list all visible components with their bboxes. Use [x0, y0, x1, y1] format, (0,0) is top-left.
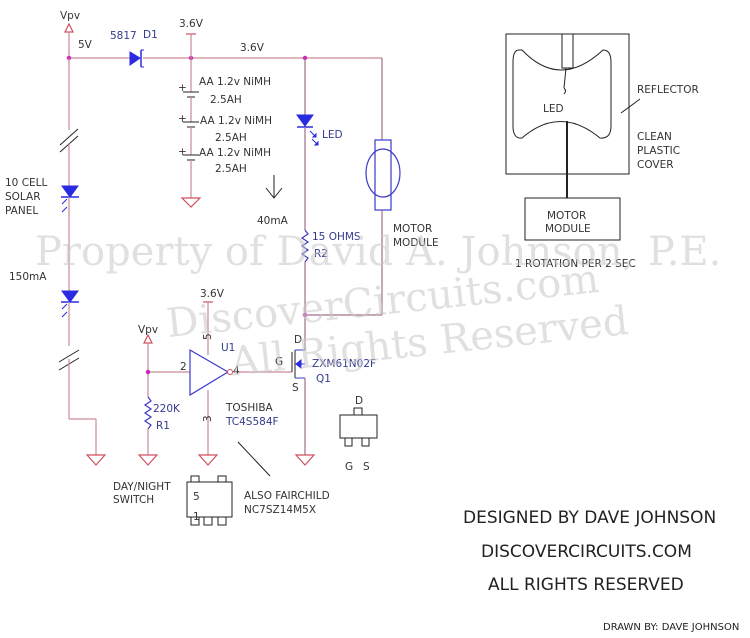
- svg-text:+: +: [178, 146, 187, 158]
- alt-part-label-1: ALSO FAIRCHILD: [244, 490, 330, 502]
- u1-pin2-label: 2: [180, 361, 187, 373]
- cell1-capacity: 2.5AH: [210, 94, 242, 106]
- sot-pin1-label: 1: [193, 511, 200, 523]
- motor-label-2: MODULE: [393, 237, 439, 249]
- r1-branch: [137, 333, 190, 466]
- u1-pin4-label: 4: [233, 365, 240, 377]
- u1-pin5-label: 5: [202, 333, 214, 340]
- rights-label: ALL RIGHTS RESERVED: [488, 575, 684, 595]
- cover-label-1: CLEAN: [637, 131, 672, 143]
- q1-gate-label: G: [275, 356, 283, 368]
- pkg-drain-label: D: [355, 395, 363, 407]
- cell2-label: AA 1.2v NiMH: [200, 115, 272, 127]
- diode-ref-label: D1: [143, 29, 158, 41]
- mech-led-label: LED: [543, 103, 564, 115]
- motor-label-1: MOTOR: [393, 223, 432, 235]
- q1-part-label: ZXM61N02F: [312, 358, 376, 370]
- alt-part-label-2: NC7SZ14M5X: [244, 504, 316, 516]
- r1-ref-label: R1: [156, 420, 170, 432]
- mech-motor-label-2: MODULE: [545, 223, 591, 235]
- current-150ma-label: 150mA: [9, 271, 47, 283]
- mechanical-drawing: [505, 33, 641, 241]
- current-40ma-label: 40mA: [257, 215, 289, 227]
- svg-text:+: +: [178, 82, 187, 94]
- cell3-label: AA 1.2v NiMH: [199, 147, 271, 159]
- solar-label-1: 10 CELL: [5, 177, 48, 189]
- sot23-package: [339, 407, 378, 447]
- drawn-by-label: DRAWN BY: DAVE JOHNSON: [603, 622, 739, 633]
- u1-maker-label: TOSHIBA: [225, 402, 274, 414]
- rotation-label: 1 ROTATION PER 2 SEC: [515, 258, 636, 270]
- led-label: LED: [322, 129, 343, 141]
- motor-symbol: [305, 139, 401, 316]
- diode-d1: [129, 49, 144, 68]
- cell2-capacity: 2.5AH: [215, 132, 247, 144]
- u1-part-label: TC4S584F: [225, 416, 279, 428]
- junction-dot: [145, 369, 151, 375]
- led-branch: [296, 58, 319, 315]
- current-arrow-icon: [265, 175, 283, 199]
- mech-motor-label-1: MOTOR: [547, 210, 586, 222]
- watermark: Property of David A. Johnson, P.E. Disco…: [35, 229, 721, 386]
- q1-ref-label: Q1: [316, 373, 331, 385]
- pkg-gate-label: G: [345, 461, 353, 473]
- cover-label-2: PLASTIC: [637, 145, 680, 157]
- u1-pin3-label: 3: [202, 415, 214, 422]
- q1-drain-label: D: [294, 334, 302, 346]
- r2-ref-label: R2: [314, 248, 328, 260]
- u1-ref-label: U1: [221, 342, 235, 354]
- led-emission-icon: [309, 130, 319, 146]
- cover-label-3: COVER: [637, 159, 674, 171]
- main-rail: [69, 57, 383, 140]
- pkg-source-label: S: [363, 461, 370, 473]
- designed-by-label: DESIGNED BY DAVE JOHNSON: [463, 508, 716, 528]
- solar-label-3: PANEL: [5, 205, 38, 217]
- r1-value-label: 220K: [153, 403, 181, 415]
- u1-supply-label: 3.6V: [200, 288, 225, 300]
- 5v-label: 5V: [78, 39, 93, 51]
- watermark-line-1: Property of David A. Johnson, P.E.: [35, 229, 721, 275]
- vpv-r1-label: Vpv: [138, 324, 158, 336]
- battery-voltage-label: 3.6V: [179, 18, 204, 30]
- u1-inverter: [189, 301, 292, 466]
- sot-pin5-label: 5: [193, 491, 200, 503]
- solar-label-2: SOLAR: [5, 191, 41, 203]
- battery-stack: + + +: [178, 58, 202, 208]
- vpv-top-terminal: [64, 22, 74, 58]
- svg-text:+: +: [178, 113, 187, 125]
- q1-source-label: S: [292, 382, 299, 394]
- rail-voltage-label: 3.6V: [240, 42, 265, 54]
- sot23-5-package: [186, 441, 271, 526]
- cell3-capacity: 2.5AH: [215, 163, 247, 175]
- switch-label-2: SWITCH: [113, 494, 154, 506]
- q1-mosfet: [291, 315, 316, 466]
- vpv-top-label: Vpv: [60, 10, 80, 22]
- reflector-label: REFLECTOR: [637, 84, 699, 96]
- r2-value-label: 15 OHMS: [312, 231, 361, 243]
- site-label: DISCOVERCIRCUITS.COM: [481, 542, 692, 562]
- title-block: DESIGNED BY DAVE JOHNSON DISCOVERCIRCUIT…: [463, 508, 739, 633]
- cell1-label: AA 1.2v NiMH: [199, 76, 271, 88]
- diode-part-label: 5817: [110, 30, 137, 42]
- solar-panel: [58, 58, 107, 466]
- switch-label-1: DAY/NIGHT: [113, 481, 171, 493]
